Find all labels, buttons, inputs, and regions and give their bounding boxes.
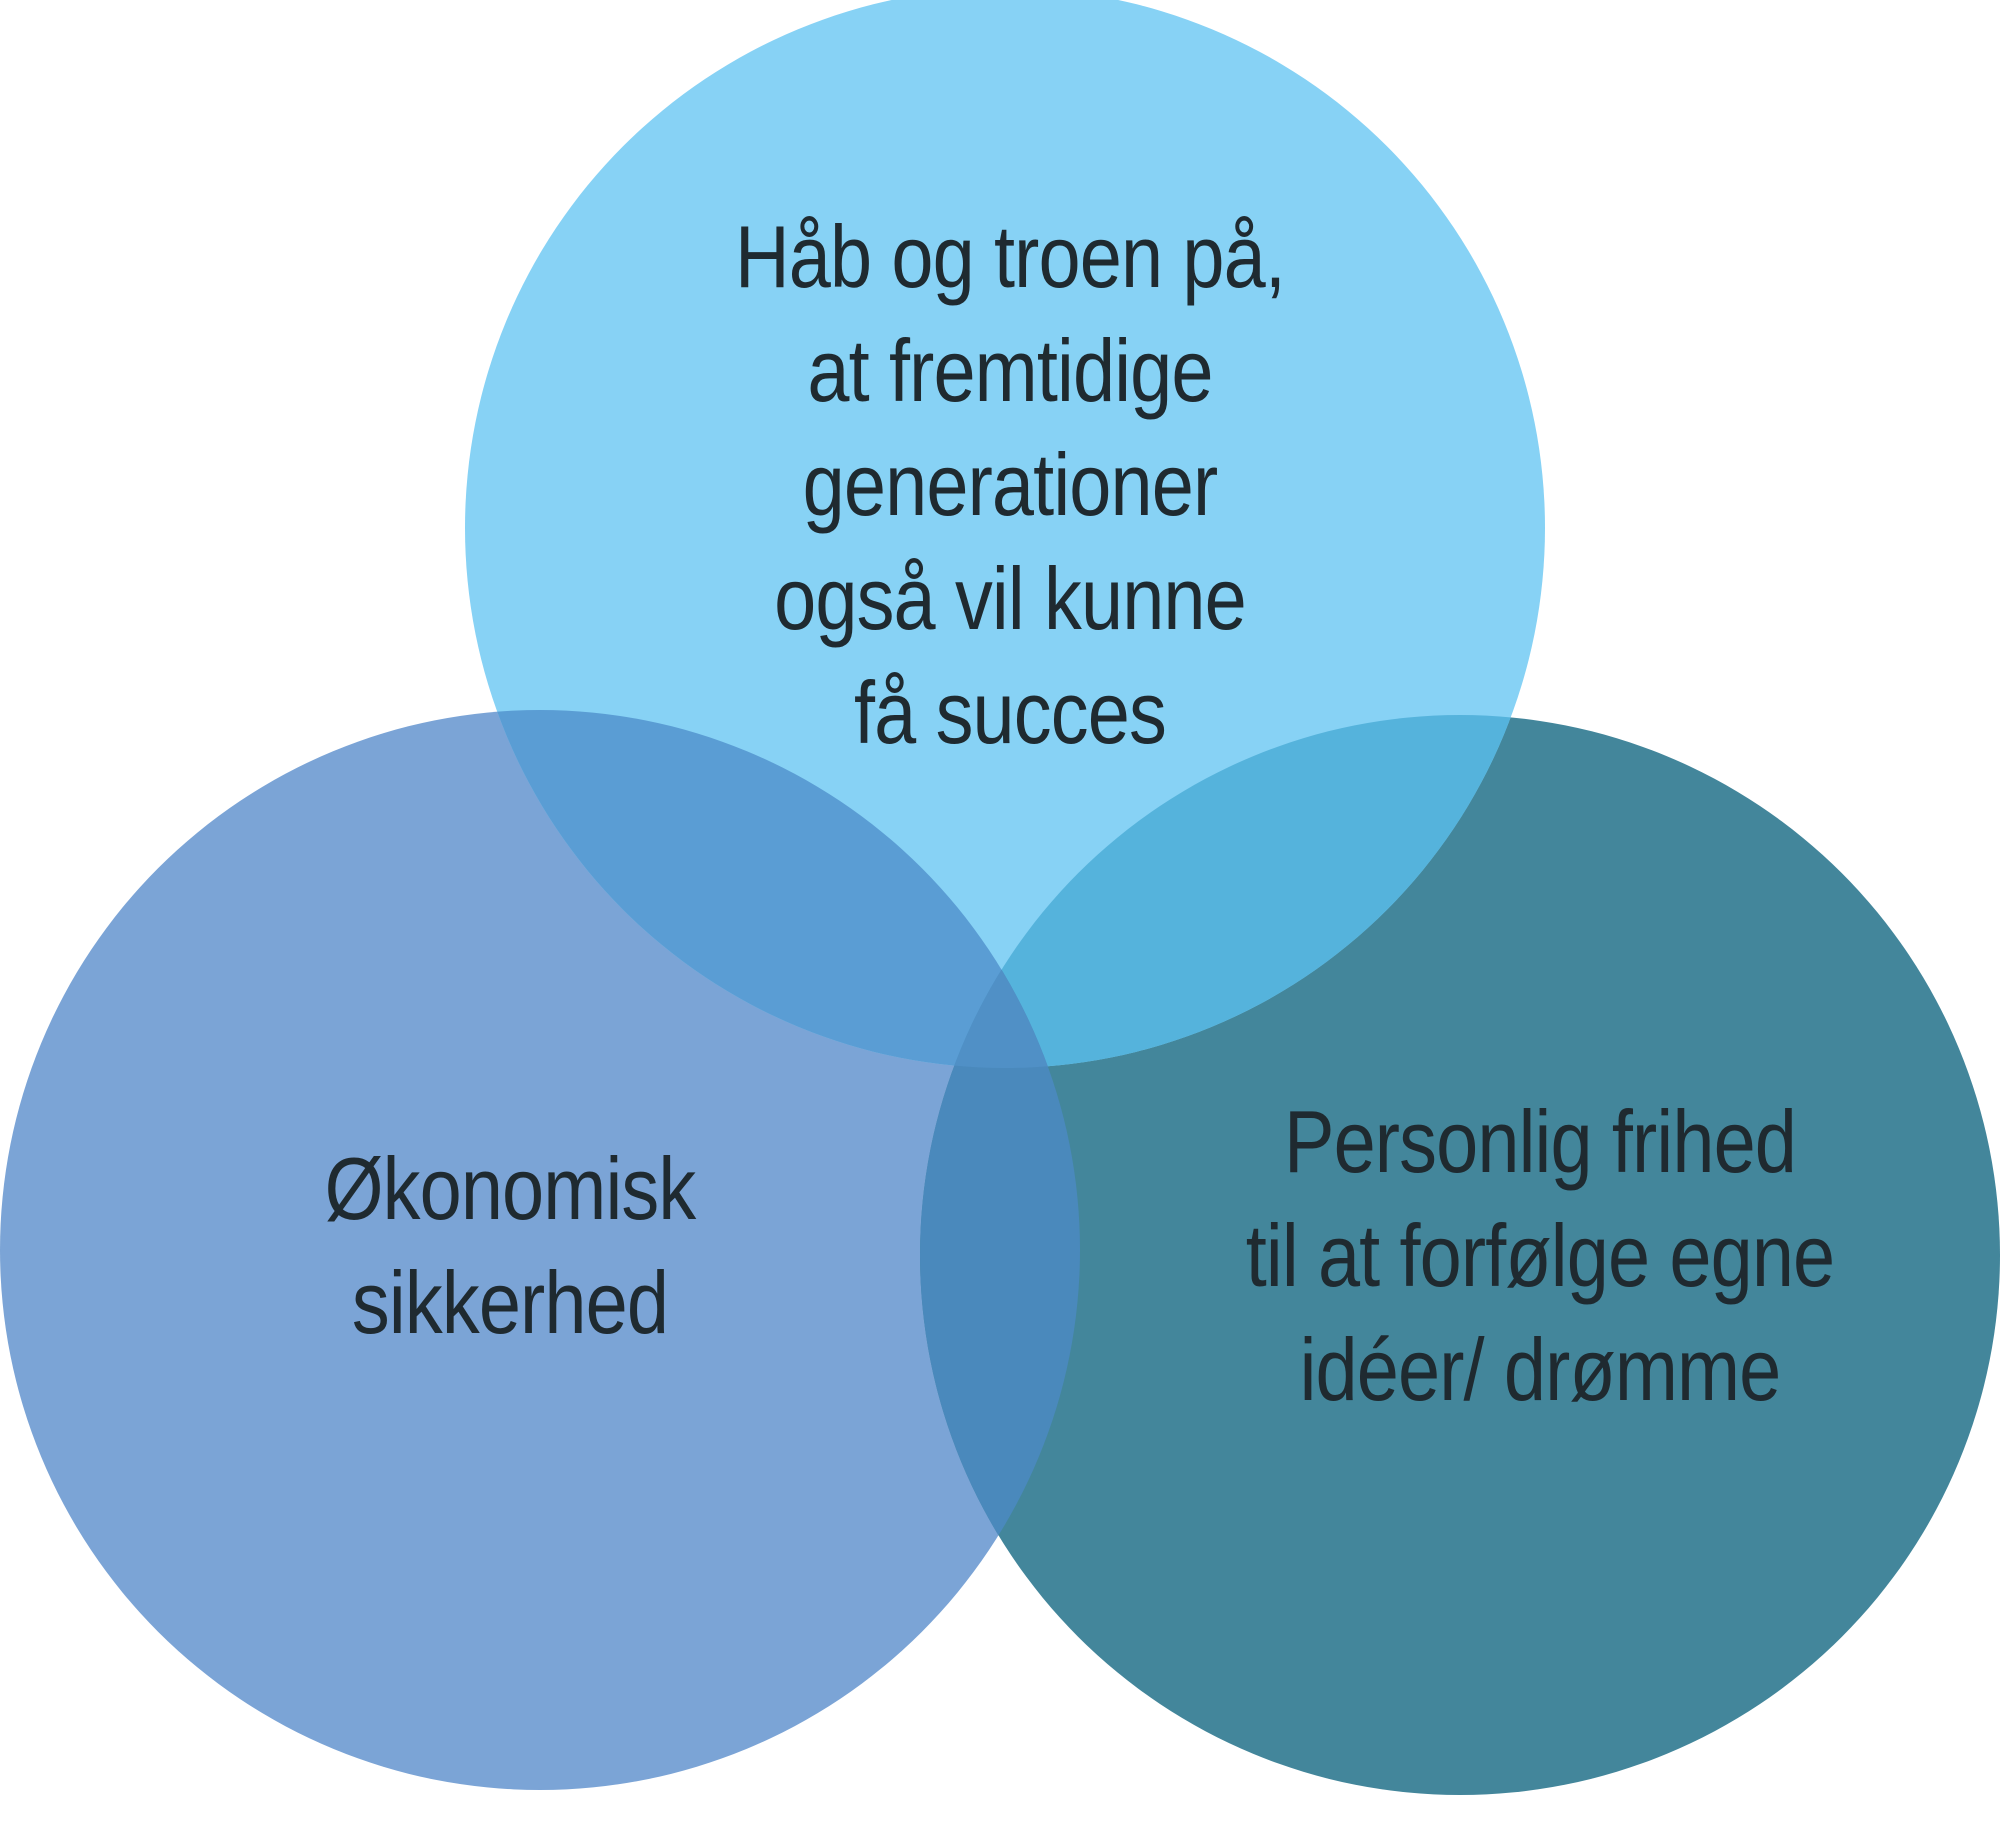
- label-top-line: at fremtidige: [807, 321, 1213, 420]
- label-top-circle: Håb og troen på, at fremtidige generatio…: [692, 200, 1328, 770]
- label-top-line: få succes: [854, 663, 1167, 762]
- label-right-line: til at forfølge egne: [1245, 1206, 1835, 1305]
- label-right-line: idéer/ drømme: [1299, 1320, 1782, 1419]
- label-right-circle: Personlig frihed til at forfølge egne id…: [1213, 1085, 1867, 1427]
- overlap-top-right: [920, 715, 1545, 1068]
- label-left-line: Økonomisk: [324, 1139, 697, 1238]
- label-top-line: Håb og troen på,: [734, 207, 1286, 306]
- label-left-line: sikkerhed: [351, 1253, 669, 1352]
- label-top-line: generationer: [802, 435, 1219, 534]
- label-top-line: også vil kunne: [774, 549, 1247, 648]
- label-left-circle: Økonomisk sikkerhed: [243, 1132, 776, 1360]
- label-right-line: Personlig frihed: [1283, 1092, 1797, 1191]
- overlap-top-left: [465, 710, 1080, 1068]
